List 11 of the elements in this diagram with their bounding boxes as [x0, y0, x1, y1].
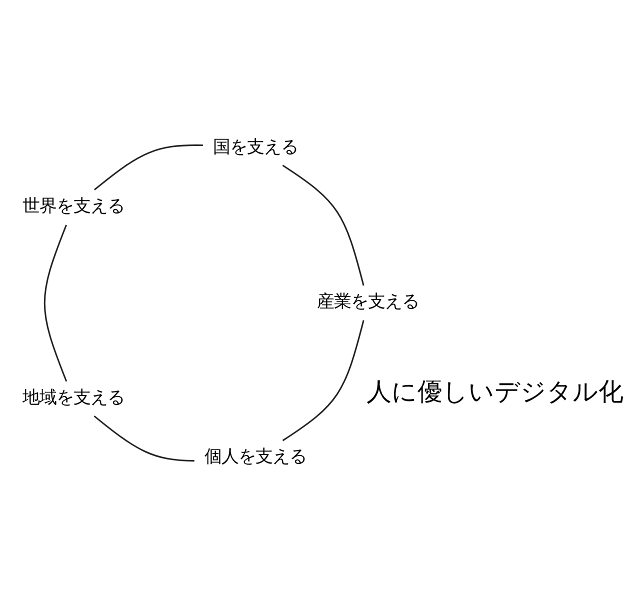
label: 人に優しいデジタル化 [366, 377, 624, 406]
node-text: 個人を支える [204, 447, 306, 468]
connector [94, 144, 203, 190]
node-text: 地域を支える [22, 388, 124, 408]
connector [282, 164, 364, 286]
connector [282, 320, 364, 442]
node-text: 国を支える [212, 137, 298, 158]
connector [44, 224, 68, 382]
connector [94, 415, 194, 462]
node-text: 産業を支える [316, 292, 419, 312]
node-text: 世界を支える [22, 196, 124, 216]
